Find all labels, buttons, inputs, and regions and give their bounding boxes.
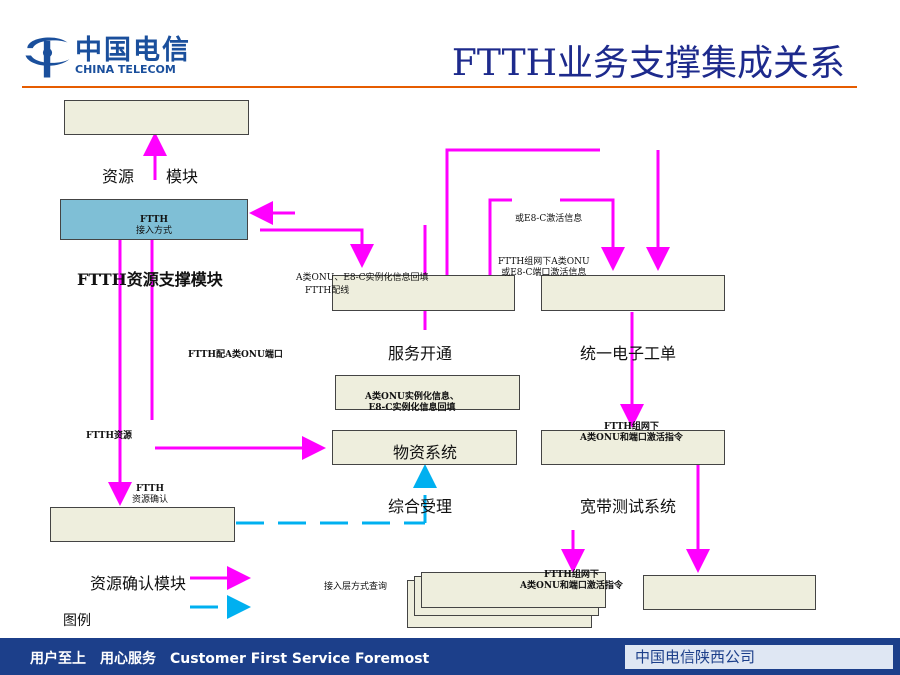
arrow-to-work-order-2 — [560, 198, 625, 271]
ftth-resource-support-label: FTTH资源支撑模块 — [77, 270, 223, 289]
anno-ftth-resource: FTTH资源 — [86, 431, 132, 441]
resource-confirm-label: 资源确认模块 — [90, 574, 187, 593]
resource-module-label: 资源 模块 — [102, 167, 199, 186]
anno-access-query: 接入层方式查询 — [324, 582, 388, 592]
logo-chinese-text: 中国电信 — [75, 35, 191, 66]
line-top-loop — [445, 148, 600, 275]
page-title: FTTH业务支撑集成关系 — [451, 43, 845, 84]
work-order-label: 统一电子工单 — [580, 344, 677, 363]
resource-confirm-box — [50, 507, 235, 542]
service-open-box — [332, 275, 515, 311]
arrow-to-service-open — [260, 228, 374, 268]
material-system-box: 物资系统 — [332, 430, 517, 465]
broadband-test-label: 宽带测试系统 — [580, 497, 677, 516]
legend-label: 图例 — [63, 613, 91, 629]
footer-slogan: 用户至上 用心服务 Customer First Service Foremos… — [30, 651, 430, 667]
stack-box-front — [421, 572, 606, 608]
anno-ftth-port: FTTH配A类ONU端口 — [188, 350, 283, 360]
resource-module-box — [64, 100, 249, 135]
anno-onu-fill: A类ONU、E8-C实例化信息回填 — [296, 273, 429, 283]
material-system-label: 物资系统 — [393, 443, 458, 462]
title-divider — [22, 86, 857, 88]
instance-info-box — [335, 375, 520, 410]
china-telecom-logo-icon — [25, 37, 70, 78]
anno-onu-instance: A类ONU实例化信息、E8-C实例化信息回填 — [365, 392, 459, 413]
activation-box — [541, 430, 725, 465]
anno-top-partial: 或E8-C激活信息 — [515, 214, 583, 224]
service-open-label: 服务开通 — [388, 344, 453, 363]
logo-english-text: CHINA TELECOM — [75, 63, 176, 76]
right-bottom-box — [643, 575, 816, 610]
anno-ftth-config: FTTH配线 — [305, 286, 350, 296]
line-top-inner — [488, 198, 512, 275]
work-order-box — [541, 275, 725, 311]
footer-company: 中国电信陕西公司 — [625, 645, 893, 669]
integrated-acceptance-label: 综合受理 — [388, 497, 453, 516]
